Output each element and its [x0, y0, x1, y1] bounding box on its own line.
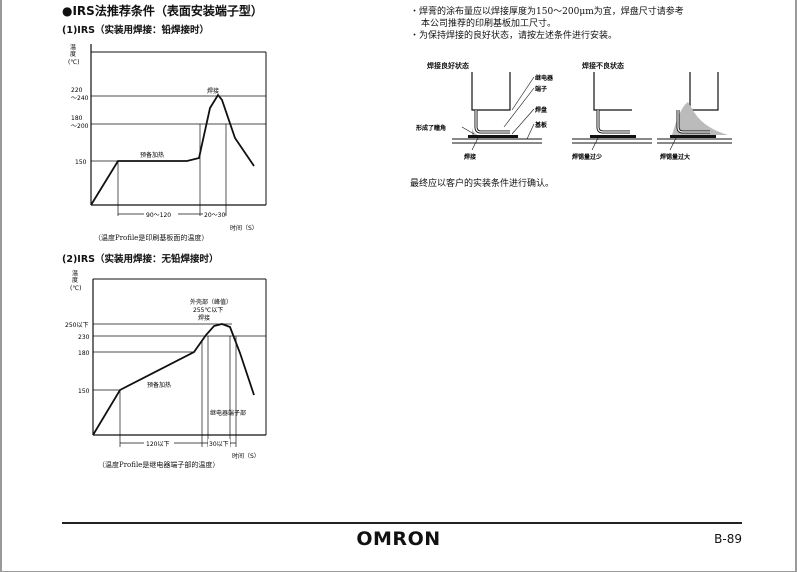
diagram-label-board: 基板: [534, 121, 548, 129]
svg-text:度: 度: [70, 50, 76, 58]
chart2-range-preheat: 120以下: [146, 441, 169, 448]
diagram-label-pad: 焊盘: [535, 106, 547, 114]
page-number: B-89: [714, 532, 742, 546]
diagram-good-title: 焊接良好状态: [427, 62, 469, 70]
chart1-caption: （温度Profile是印刷基板面的温度）: [94, 234, 209, 242]
svg-text:(℃): (℃): [68, 59, 79, 66]
diagram-label-terminal: 端子: [535, 85, 547, 93]
chart1-xlabel: 时间（S）: [230, 224, 258, 232]
chart2-label-solder: 焊接: [198, 314, 210, 322]
diagram-good-terminal: [474, 110, 510, 134]
chart1-ytick-220: 220: [71, 87, 83, 94]
chart1-ylabel: 温: [70, 43, 76, 51]
diagram-much-solder: [672, 102, 728, 135]
solder-diagram: 继电器 端子 焊盘 基板 形成了瞳角 焊接 焊锡量过少 焊锡量过大: [416, 72, 732, 161]
diagram-label-too-much: 焊锡量过大: [660, 153, 690, 161]
diagram-little-pad: [590, 135, 636, 138]
diagram-label-fillet: 形成了瞳角: [416, 124, 446, 132]
bullet-1: ・焊膏的涂布量应以焊接厚度为150～200μm为宜，焊盘尺寸请参考: [410, 7, 684, 17]
diagram-much-relay: [689, 72, 719, 111]
chart1-subtitle: (1)IRS（实装用焊接：铅焊接时）: [62, 25, 209, 36]
final-note: 最终应以客户的实装条件进行确认。: [410, 179, 555, 189]
diagram-good-relay: [471, 72, 511, 111]
diagram-little-relay: [593, 72, 632, 111]
bullet-2: ・为保持焊接的良好状态，请按左述条件进行安装。: [410, 31, 618, 41]
chart2-xlabel: 时间（S）: [232, 452, 260, 460]
omron-logo: OMRON: [356, 528, 441, 550]
bullet-1-cont: 本公司推荐的印刷基板加工尺寸。: [421, 19, 557, 29]
svg-text:度: 度: [72, 276, 78, 284]
chart2-range-solder: 30以下: [209, 441, 229, 448]
svg-text:～240: ～240: [71, 95, 89, 102]
chart2-caption: （温度Profile是继电器端子部的温度）: [98, 461, 220, 469]
diagram-label-solder: 焊接: [464, 153, 476, 161]
chart2-ytick-250: 250以下: [65, 322, 88, 329]
chart1-range-preheat: 90～120: [146, 212, 171, 219]
diagram-label-too-little: 焊锡量过少: [572, 153, 602, 161]
chart2-label-preheat: 预备加热: [147, 381, 171, 389]
diagram-much-pad: [670, 135, 716, 138]
chart1: 温 度 (℃) 220 ～240 180 ～200 150 90～120 20～…: [68, 43, 267, 232]
chart2-ytick-150: 150: [78, 388, 90, 395]
footer-rule: [62, 522, 742, 524]
section-title: ●IRS法推荐条件（表面安装端子型）: [62, 4, 263, 18]
chart2-label-terminal: 继电器端子部: [210, 409, 246, 417]
chart2-profile-line: [92, 323, 255, 436]
chart1-range-solder: 20～30: [204, 212, 225, 219]
chart1-profile-line: [90, 93, 255, 206]
chart2-ytick-180: 180: [78, 350, 90, 357]
chart1-label-preheat: 预备加热: [140, 151, 164, 159]
svg-text:(℃): (℃): [70, 285, 81, 292]
chart2-ytick-230: 230: [78, 334, 90, 341]
chart2-label-peak: 外壳部（峰值）: [190, 298, 232, 306]
chart2: 温 度 (℃) 250以下 230 180 150 120以下 30以下 外壳部…: [65, 269, 267, 460]
diagram-bad-title: 焊接不良状态: [582, 62, 624, 70]
chart1-label-solder: 焊接: [207, 87, 219, 95]
diagram-good-pad: [468, 135, 518, 138]
chart2-ylabel: 温: [72, 269, 78, 277]
svg-text:～200: ～200: [71, 123, 89, 130]
diagram-label-relay: 继电器: [535, 74, 554, 82]
chart1-ytick-150: 150: [75, 159, 87, 166]
chart1-ytick-180: 180: [71, 115, 83, 122]
chart2-subtitle: (2)IRS（实装用焊接：无铅焊接时）: [62, 254, 219, 265]
chart2-label-255: 255℃以下: [193, 307, 223, 314]
